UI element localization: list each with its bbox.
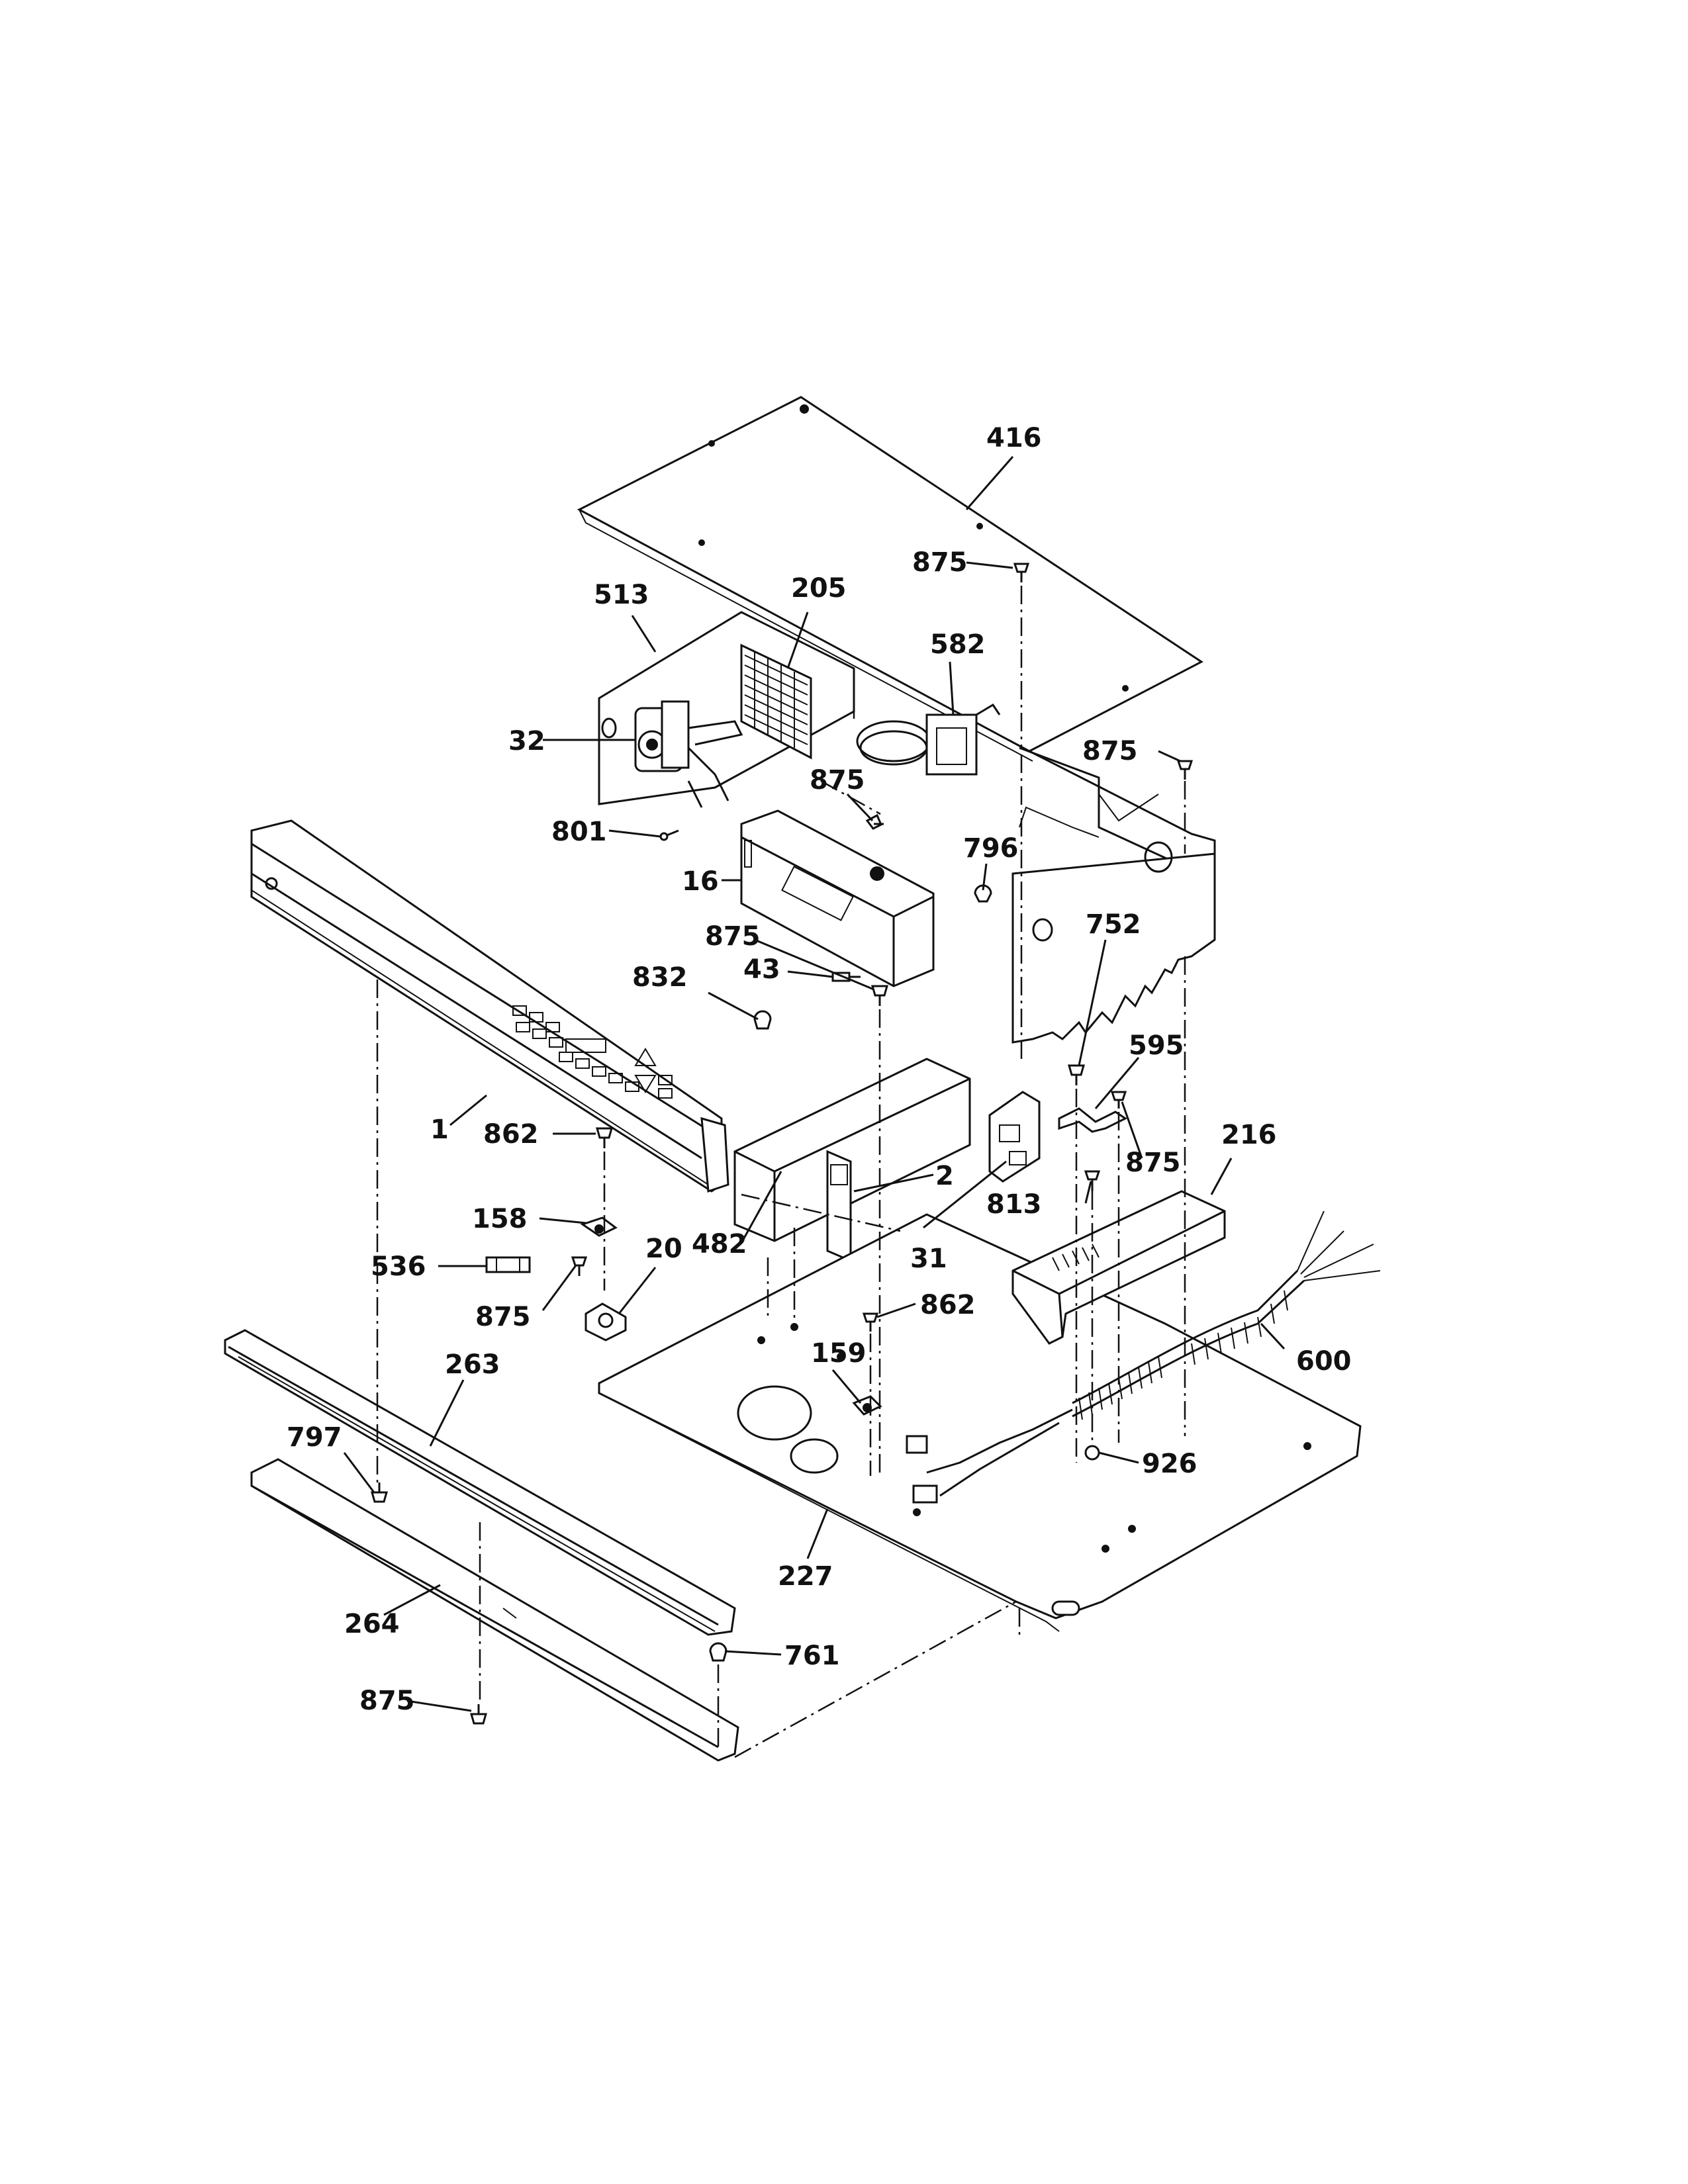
callout-264: 264 — [344, 1609, 400, 1639]
callout-482: 482 — [692, 1229, 747, 1259]
callout-761: 761 — [784, 1641, 840, 1671]
callout-263: 263 — [445, 1349, 500, 1380]
rear-housing — [1011, 747, 1216, 1044]
callout-926: 926 — [1142, 1449, 1197, 1479]
callout-1: 1 — [430, 1115, 449, 1145]
callout-875: 875 — [1125, 1148, 1181, 1178]
callout-875: 875 — [1082, 736, 1138, 766]
callout-536: 536 — [371, 1251, 426, 1282]
callout-205: 205 — [791, 573, 847, 604]
callout-875: 875 — [810, 765, 865, 796]
callout-43: 43 — [743, 954, 780, 985]
callout-216: 216 — [1221, 1120, 1277, 1150]
callout-16: 16 — [682, 866, 719, 897]
terminal-cover — [1011, 1190, 1226, 1345]
callout-158: 158 — [472, 1204, 528, 1234]
alignment-lines — [376, 586, 1186, 1758]
bottom-panel — [598, 1213, 1362, 1632]
transformer — [856, 703, 1001, 776]
leader-lines — [343, 456, 1286, 1712]
relay-bracket — [733, 1058, 971, 1263]
oven-control-board — [740, 809, 935, 987]
callout-875: 875 — [912, 547, 968, 578]
fan-motor-assembly — [634, 700, 743, 808]
callout-796: 796 — [963, 833, 1019, 864]
relay — [988, 1091, 1041, 1183]
callout-813: 813 — [986, 1189, 1042, 1220]
callout-31: 31 — [910, 1244, 947, 1274]
callout-159: 159 — [811, 1338, 867, 1369]
control-panel — [250, 819, 729, 1193]
callout-832: 832 — [632, 962, 688, 993]
callout-227: 227 — [778, 1561, 833, 1592]
callout-labels: 416 875 513 205 582 32 875 875 801 16 79… — [287, 423, 1352, 1716]
callout-600: 600 — [1296, 1346, 1352, 1377]
callout-595: 595 — [1129, 1030, 1184, 1061]
callout-32: 32 — [508, 726, 545, 756]
callout-2: 2 — [935, 1161, 954, 1191]
callout-752: 752 — [1086, 909, 1141, 940]
callout-875: 875 — [359, 1686, 415, 1716]
top-cover-panel — [577, 396, 1203, 762]
callout-416: 416 — [986, 423, 1042, 453]
callout-875: 875 — [475, 1302, 531, 1332]
callout-862: 862 — [483, 1119, 539, 1150]
lower-trim — [224, 1329, 736, 1636]
callout-875: 875 — [705, 921, 761, 952]
lower-support-bar — [250, 1458, 739, 1762]
power-cord — [906, 1210, 1381, 1504]
callout-582: 582 — [930, 629, 986, 660]
callout-20: 20 — [645, 1234, 682, 1264]
callout-797: 797 — [287, 1422, 342, 1453]
callout-801: 801 — [551, 817, 607, 847]
callout-513: 513 — [594, 580, 649, 610]
callout-862: 862 — [920, 1290, 976, 1320]
fasteners — [371, 563, 1194, 1725]
